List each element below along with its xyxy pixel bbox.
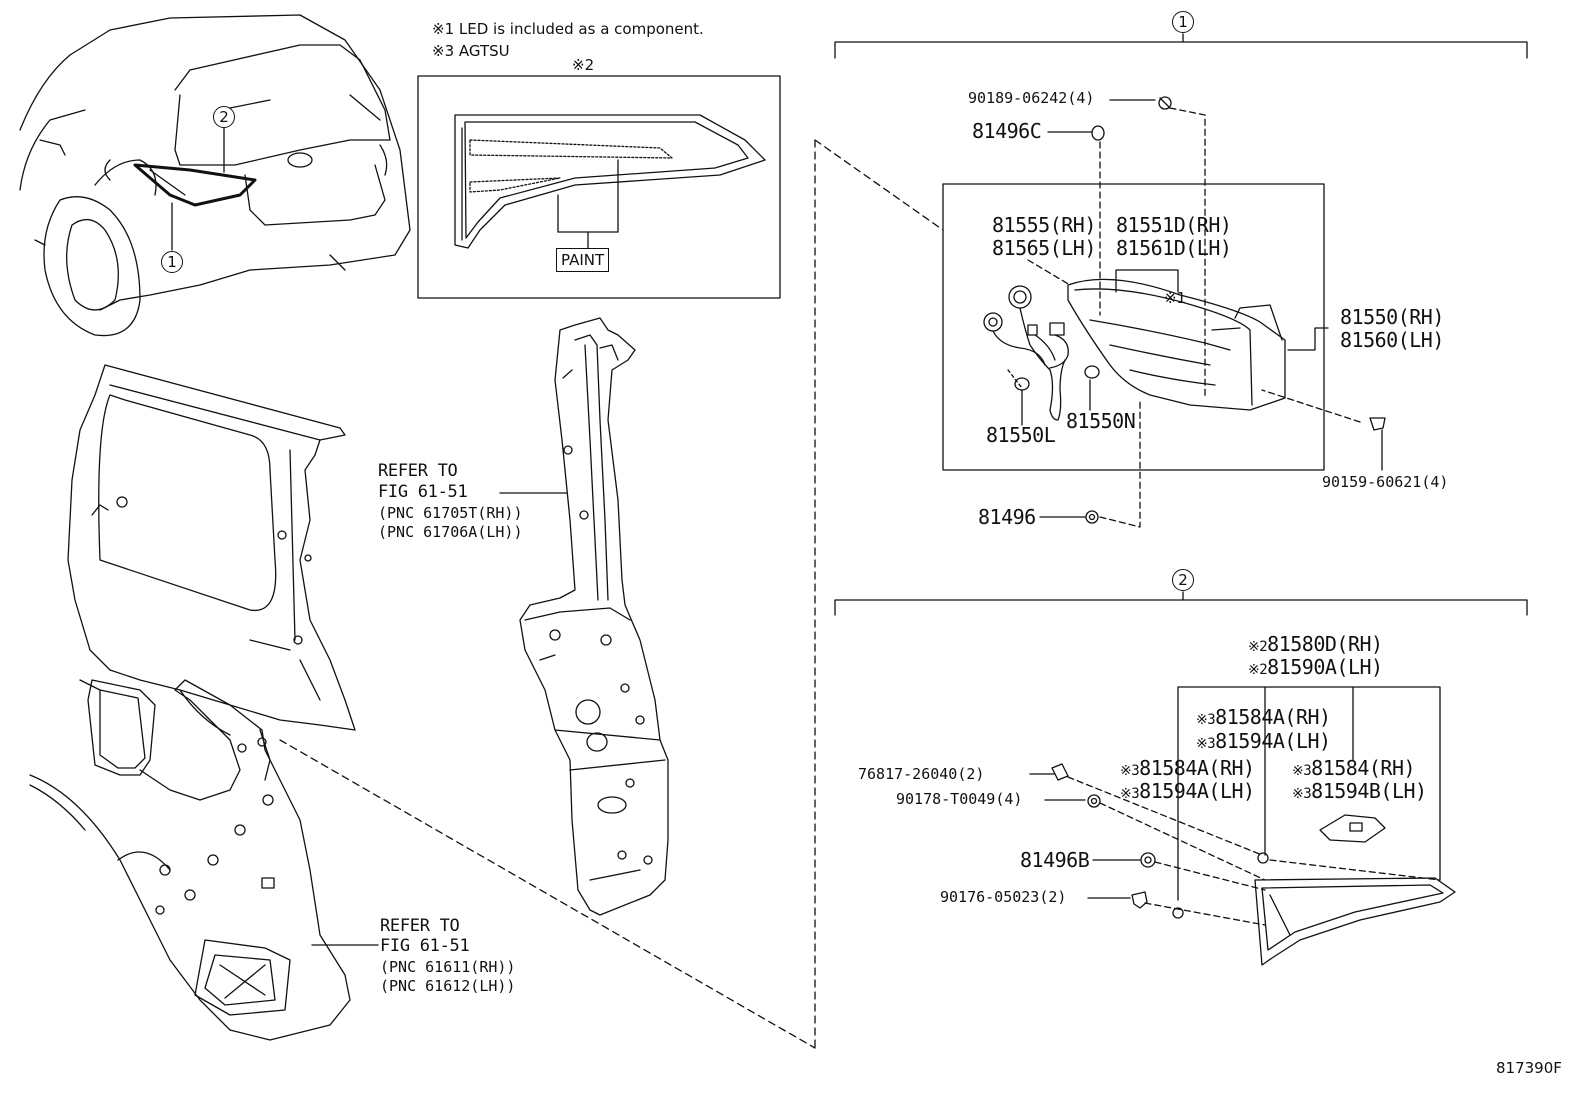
part-81584-number: 81584(RH) — [1311, 756, 1416, 780]
wheelhouse-panel — [29, 679, 351, 1041]
note-agtsu: ※3 AGTSU — [432, 42, 510, 60]
part-81590A-lh: ※281590A(LH) — [1248, 657, 1383, 677]
part-90189-06242: 90189-06242(4) — [968, 89, 1095, 107]
part-81496: 81496 — [978, 505, 1036, 529]
section-2-marker: 2 — [1172, 569, 1194, 591]
part-81550L: 81550L — [986, 423, 1056, 447]
part-81594B-number: 81594B(LH) — [1311, 779, 1427, 803]
section-1-marker: 1 — [1172, 11, 1194, 33]
part-81594B-mark: ※3 — [1292, 786, 1312, 802]
part-90159-60621: 90159-60621(4) — [1322, 473, 1449, 491]
part-90178-T0049: 90178-T0049(4) — [896, 790, 1023, 808]
part-81550N: 81550N — [1066, 409, 1136, 433]
back-pillar-reinforcement — [519, 317, 669, 916]
part-76817-26040: 76817-26040(2) — [858, 765, 985, 783]
wire-harness — [983, 285, 1100, 421]
part-81561D-lh: 81561D(LH) — [1116, 236, 1232, 260]
part-81584-rh: ※381584(RH) — [1292, 756, 1416, 780]
part-81580D-mark: ※2 — [1248, 639, 1268, 655]
part-81584A-lower-number: 81584A(RH) — [1139, 756, 1255, 780]
part-81584-mark: ※3 — [1292, 763, 1312, 779]
part-81590A-number: 81590A(LH) — [1267, 655, 1383, 679]
paint-label: PAINT — [556, 248, 610, 272]
refer-lower-line1: REFER TO — [380, 916, 460, 936]
refer-lower-line3: (PNC 61611(RH)) — [380, 958, 516, 976]
part-90176-05023: 90176-05023(2) — [940, 888, 1067, 906]
part-81551D-rh: 81551D(RH) — [1116, 213, 1232, 237]
part-81584A-upper-mark: ※3 — [1196, 712, 1216, 728]
note-paint-detail-mark: ※2 — [572, 56, 595, 74]
part-81580D-rh: ※281580D(RH) — [1248, 634, 1383, 654]
part-81584A-rh-lower: ※381584A(RH) — [1120, 758, 1255, 778]
callout-2-vehicle: 2 — [213, 106, 235, 128]
refer-upper-line3: (PNC 61705T(RH)) — [378, 504, 523, 522]
part-81594B-lh: ※381594B(LH) — [1292, 781, 1427, 801]
refer-lower-line2: FIG 61-51 — [380, 936, 470, 956]
inner-back-lamp — [1254, 877, 1456, 966]
part-81594A-lh-lower: ※381594A(LH) — [1120, 781, 1255, 801]
part-81560-lh: 81560(LH) — [1340, 328, 1444, 352]
vehicle-rear-illustration — [19, 14, 411, 337]
part-81590A-mark: ※2 — [1248, 662, 1268, 678]
refer-upper-line1: REFER TO — [378, 461, 458, 481]
part-81594A-upper-number: 81594A(LH) — [1215, 729, 1331, 753]
refer-upper-line2: FIG 61-51 — [378, 482, 468, 502]
part-81496C: 81496C — [972, 119, 1042, 143]
part-81584A-lower-mark: ※3 — [1120, 763, 1140, 779]
part-81496B: 81496B — [1020, 848, 1090, 872]
refer-upper-line4: (PNC 61706A(LH)) — [378, 523, 523, 541]
part-81594A-lower-number: 81594A(LH) — [1139, 779, 1255, 803]
part-81594A-lower-mark: ※3 — [1120, 786, 1140, 802]
part-81565-lh: 81565(LH) — [992, 236, 1096, 260]
part-81550-rh: 81550(RH) — [1340, 305, 1444, 329]
figure-id: 817390F — [1496, 1059, 1562, 1077]
refer-lower-line4: (PNC 61612(LH)) — [380, 977, 516, 995]
part-81594A-lh-upper: ※381594A(LH) — [1196, 731, 1331, 751]
part-81555-rh: 81555(RH) — [992, 213, 1096, 237]
part-81594A-upper-mark: ※3 — [1196, 736, 1216, 752]
inner-lamp-detail — [454, 114, 766, 249]
part-81584A-rh-upper: ※381584A(RH) — [1196, 707, 1331, 727]
part-81584A-upper-number: 81584A(RH) — [1215, 705, 1331, 729]
rear-combination-lamp — [1067, 278, 1286, 411]
note-led-component: ※1 LED is included as a component. — [432, 20, 704, 38]
callout-1-vehicle: 1 — [161, 251, 183, 273]
led-mark: ※1 — [1164, 289, 1187, 307]
quarter-panel-inner — [67, 364, 356, 731]
part-81580D-number: 81580D(RH) — [1267, 632, 1383, 656]
